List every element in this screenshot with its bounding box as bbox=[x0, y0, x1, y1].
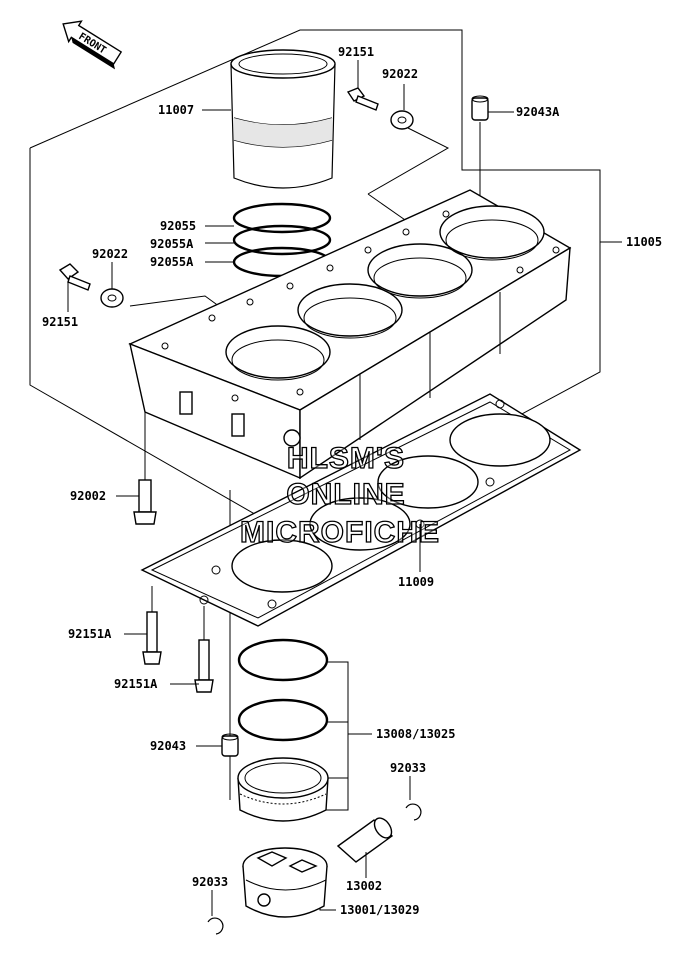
label-92043: 92043 bbox=[150, 739, 186, 753]
label-92022-left: 92022 bbox=[92, 247, 128, 261]
bolt-92151A-1 bbox=[142, 586, 162, 665]
label-92151-left: 92151 bbox=[42, 315, 78, 329]
washer-92022-top bbox=[390, 110, 414, 130]
dowel-92043 bbox=[221, 733, 239, 757]
watermark-line-1: HLSM'S bbox=[287, 442, 405, 475]
dowel-92043A bbox=[471, 95, 489, 121]
piston bbox=[242, 847, 328, 918]
front-arrow-icon: FRONT bbox=[62, 20, 123, 70]
bolt-92151A-2 bbox=[194, 606, 214, 693]
cylinder-block bbox=[128, 189, 572, 480]
label-13002: 13002 bbox=[346, 879, 382, 893]
washer-92022-left bbox=[100, 288, 124, 308]
oil-ring bbox=[237, 757, 329, 822]
block-boundary bbox=[29, 29, 601, 541]
head-gasket bbox=[140, 393, 582, 627]
label-92055A-2: 92055A bbox=[150, 255, 194, 269]
piston-pin bbox=[336, 817, 394, 863]
circlip-92033-right bbox=[405, 803, 422, 821]
label-11005: 11005 bbox=[626, 235, 662, 249]
leader-lines bbox=[67, 60, 622, 916]
label-13001: 13001/13029 bbox=[340, 903, 419, 917]
label-92033-left: 92033 bbox=[192, 875, 228, 889]
label-92151A-1: 92151A bbox=[68, 627, 112, 641]
watermark-line-2: ONLINE bbox=[286, 478, 405, 511]
guide-line bbox=[367, 193, 409, 223]
guide-line bbox=[367, 127, 450, 195]
label-92033-right: 92033 bbox=[390, 761, 426, 775]
bolt-92151-top bbox=[346, 87, 379, 111]
label-92151-top: 92151 bbox=[338, 45, 374, 59]
piston-rings-13008 bbox=[237, 638, 329, 742]
label-13008: 13008/13025 bbox=[376, 727, 455, 741]
ring-bracket bbox=[326, 661, 349, 811]
bolt-92151-left bbox=[58, 263, 91, 291]
bolt-92002 bbox=[133, 412, 157, 525]
cylinder-sleeve bbox=[230, 49, 336, 189]
circlip-92033-left bbox=[207, 917, 224, 935]
label-92002: 92002 bbox=[70, 489, 106, 503]
label-92151A-2: 92151A bbox=[114, 677, 158, 691]
label-92043A: 92043A bbox=[516, 105, 560, 119]
watermark-line-3: MICROFICHE bbox=[240, 516, 440, 549]
label-11007: 11007 bbox=[158, 103, 194, 117]
label-92022-top: 92022 bbox=[382, 67, 418, 81]
label-11009: 11009 bbox=[398, 575, 434, 589]
label-92055: 92055 bbox=[160, 219, 196, 233]
label-92055A-1: 92055A bbox=[150, 237, 194, 251]
